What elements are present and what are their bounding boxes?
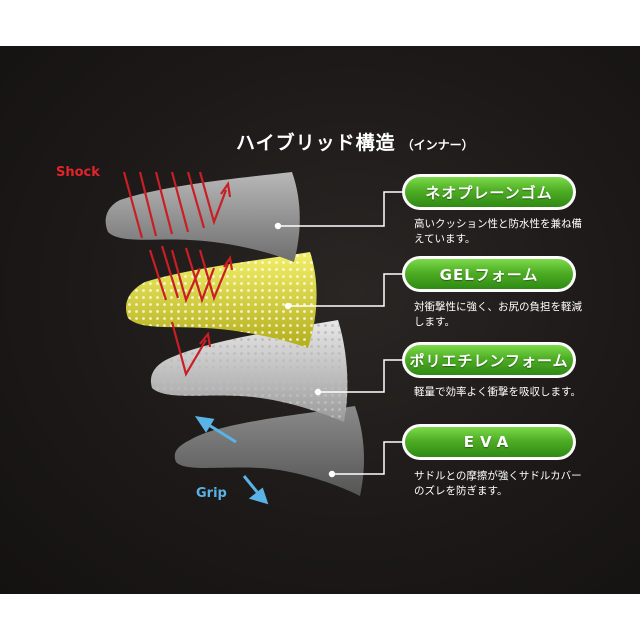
layer-pill-polyethylene: ポリエチレンフォーム — [402, 342, 576, 378]
layer-pill-gel: GELフォーム — [402, 256, 576, 292]
neoprene-rubber-layer — [105, 172, 300, 262]
title-sub: （インナー） — [401, 138, 474, 152]
layer-desc-polyethylene: 軽量で効率よく衝撃を吸収します。 — [414, 386, 581, 398]
eva-layer — [174, 406, 365, 496]
title-main: ハイブリッド構造 — [236, 132, 396, 154]
diagram-title: ハイブリッド構造 （インナー） — [236, 128, 474, 155]
layer-pill-neoprene: ネオプレーンゴム — [402, 174, 576, 210]
connector-lines — [274, 191, 404, 478]
layer-name-neoprene: ネオプレーンゴム — [405, 177, 573, 207]
layer-name-polyethylene: ポリエチレンフォーム — [405, 345, 573, 375]
shock-label: Shock — [56, 165, 100, 180]
grip-arrows — [194, 416, 269, 505]
grip-label: Grip — [196, 486, 227, 501]
layer-pill-eva: EVA — [402, 424, 576, 460]
layer-desc-neoprene: 高いクッション性と防水性を兼ね備えています。 — [414, 218, 582, 245]
background-panel — [0, 46, 640, 594]
layer-desc-gel: 対衝撃性に強く、お尻の負担を軽減します。 — [414, 301, 582, 328]
shock-arrows — [122, 171, 234, 377]
layer-desc-eva: サドルとの摩擦が強くサドルカバーのズレを防ぎます。 — [414, 470, 582, 497]
layer-name-gel: GELフォーム — [405, 259, 573, 289]
layer-name-eva: EVA — [405, 427, 573, 457]
